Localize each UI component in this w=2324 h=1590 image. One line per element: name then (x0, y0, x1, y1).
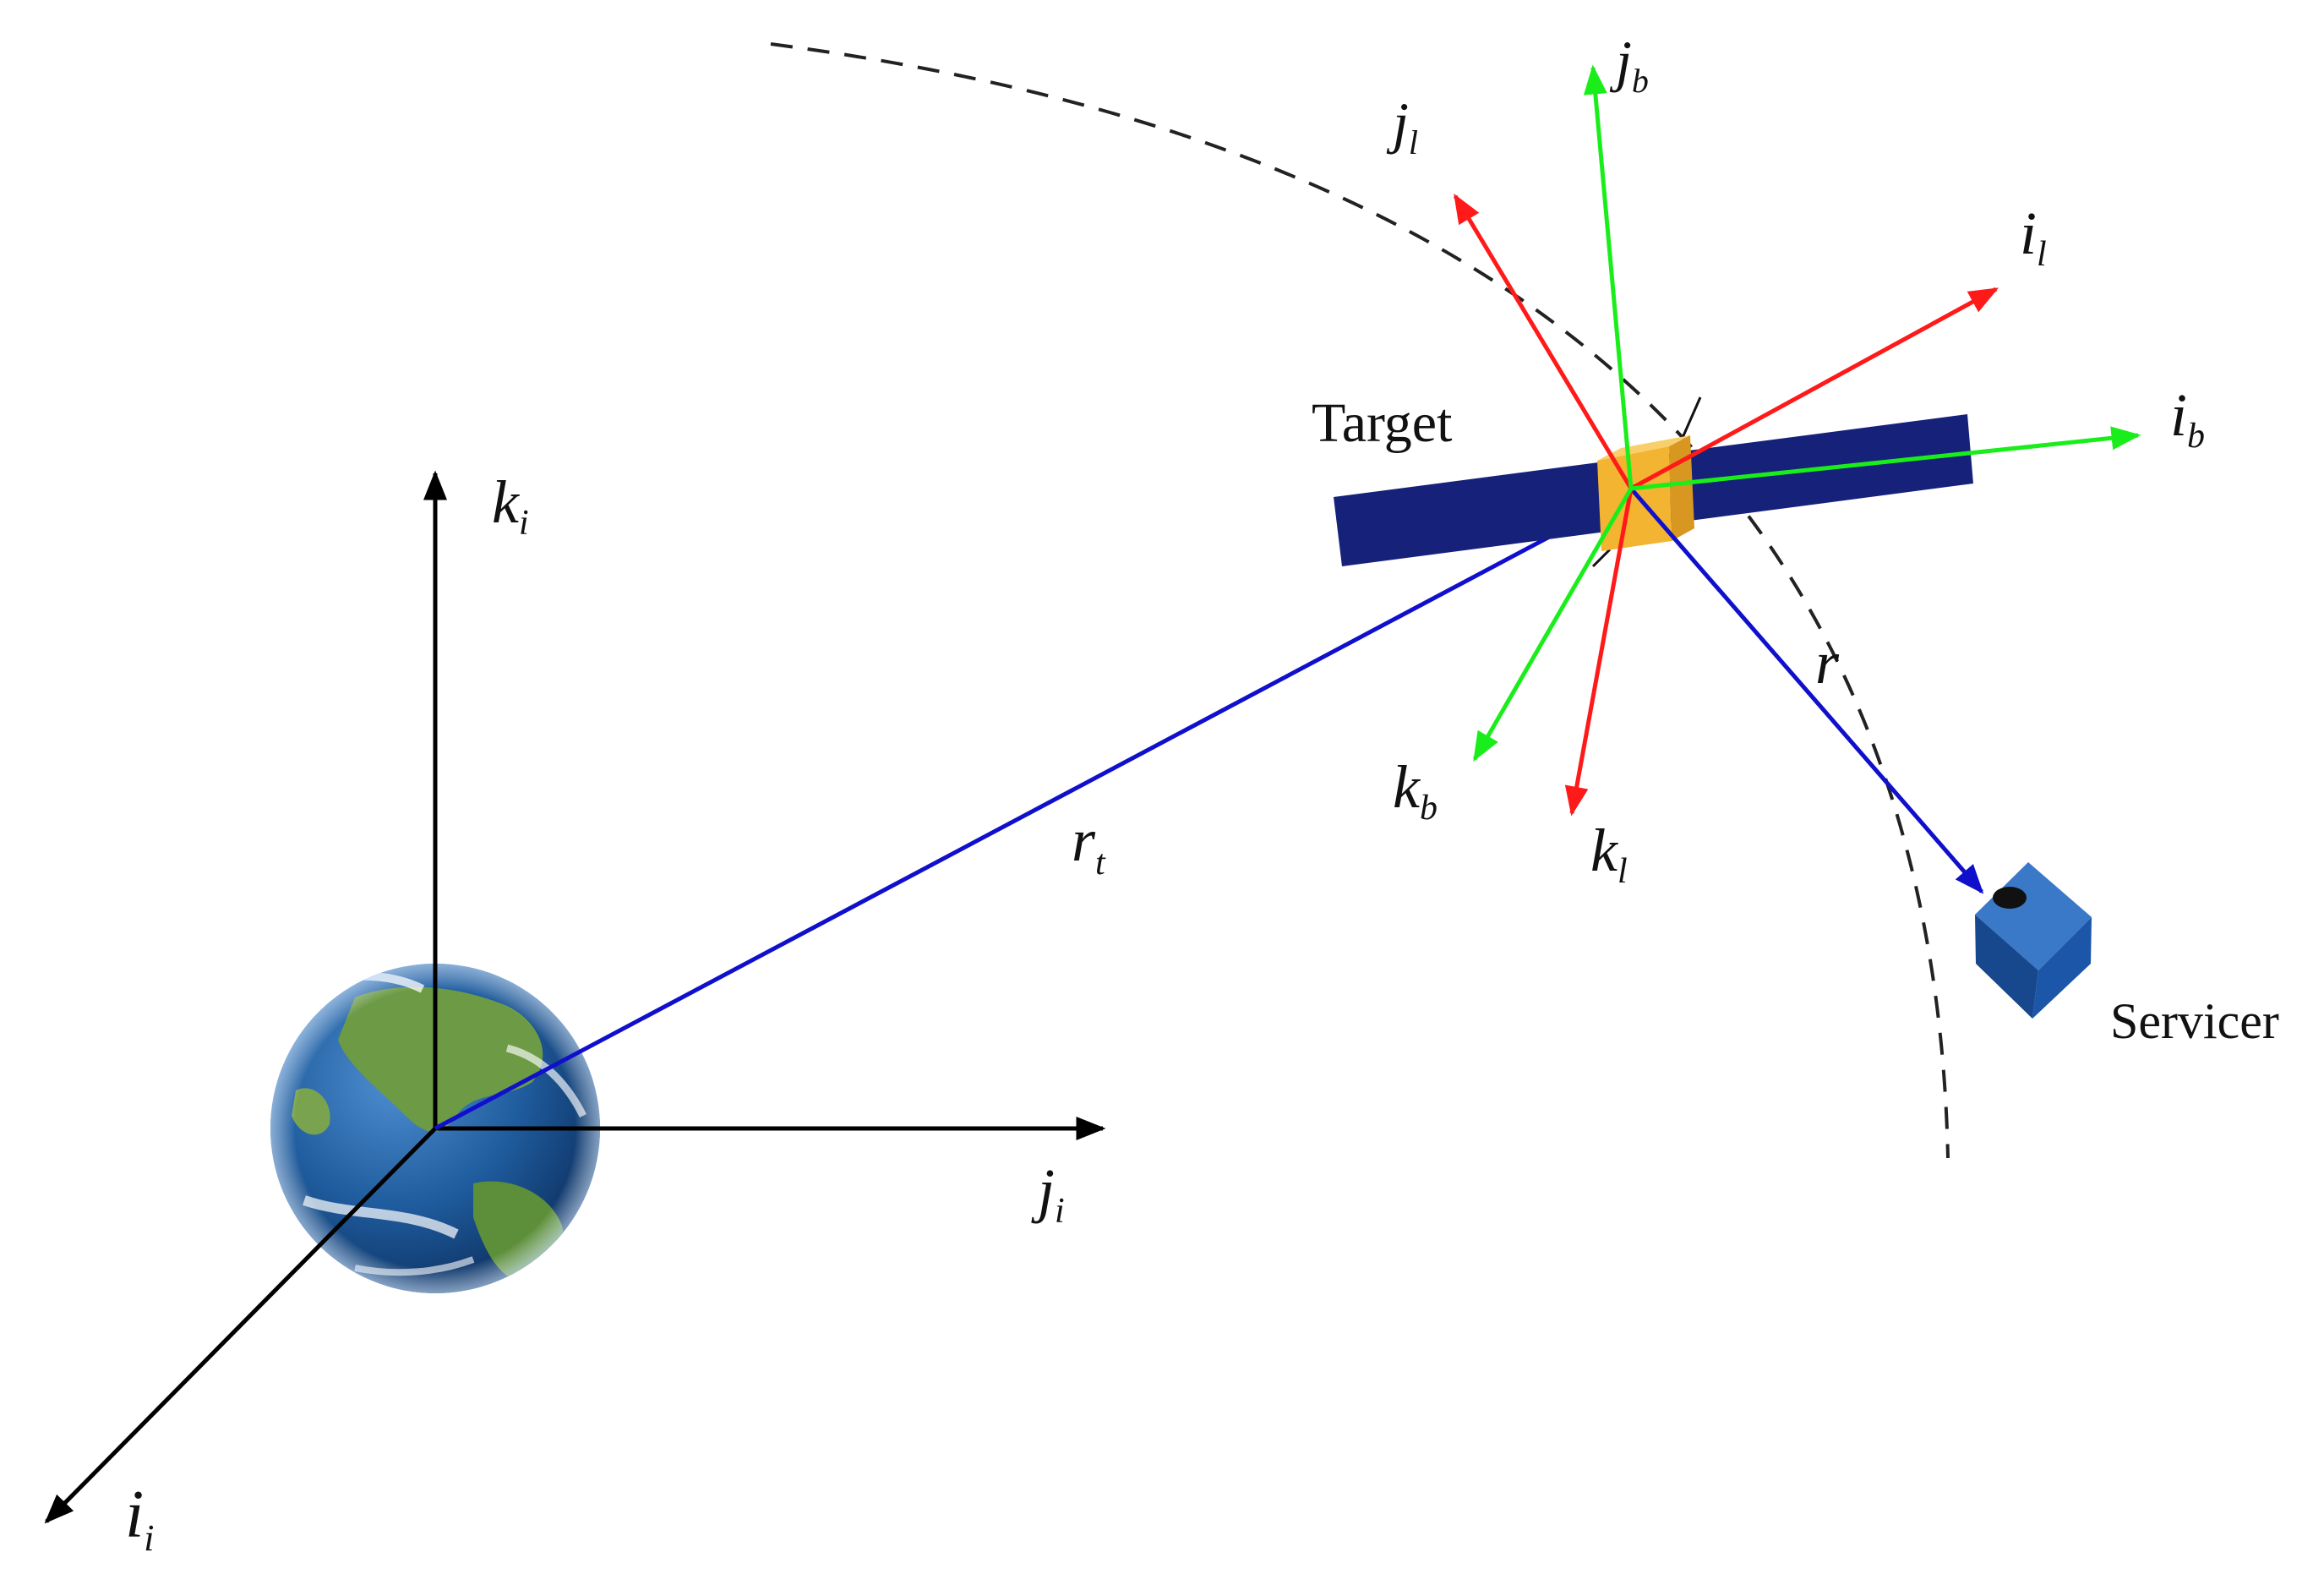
orbit-path (770, 42, 1950, 1159)
label-i-l: il (2020, 199, 2047, 274)
servicer-cube-icon (1975, 862, 2092, 1019)
antenna-bottom (1591, 548, 1612, 568)
label-k-i: ki (492, 468, 529, 543)
axis-j-b (1583, 64, 1634, 489)
target-bus-top (1597, 435, 1690, 461)
axis-j-l (1453, 194, 1634, 490)
label-j-i: ji (1031, 1156, 1065, 1231)
label-r-t: rt (1072, 806, 1106, 882)
vector-r-t (434, 509, 1601, 1131)
label-j-b: jb (1609, 29, 1649, 100)
axis-i-l (1629, 287, 1999, 491)
satellite-icon (1334, 396, 1973, 568)
axis-i-b (1630, 426, 2141, 491)
label-k-b: kb (1393, 753, 1437, 828)
servicer-sensor (1993, 887, 2027, 909)
antenna-top (1680, 396, 1702, 440)
target-bus-front (1597, 446, 1672, 551)
axis-k-b (1472, 487, 1634, 762)
target-bus-side (1669, 435, 1694, 541)
servicer-right (2032, 917, 2092, 1019)
label-i-i: ii (125, 1478, 154, 1559)
servicer-label: Servicer (2110, 993, 2279, 1049)
servicer-left (1975, 915, 2038, 1019)
vector-r (1629, 487, 1984, 894)
label-k-l: kl (1590, 817, 1628, 891)
axis-k-l (1564, 488, 1634, 817)
label-r: r (1815, 629, 1840, 697)
axis-i-i (44, 1127, 437, 1524)
label-j-l: jl (1386, 90, 1418, 161)
target-label: Target (1312, 392, 1452, 454)
label-i-b: ib (2170, 381, 2205, 456)
